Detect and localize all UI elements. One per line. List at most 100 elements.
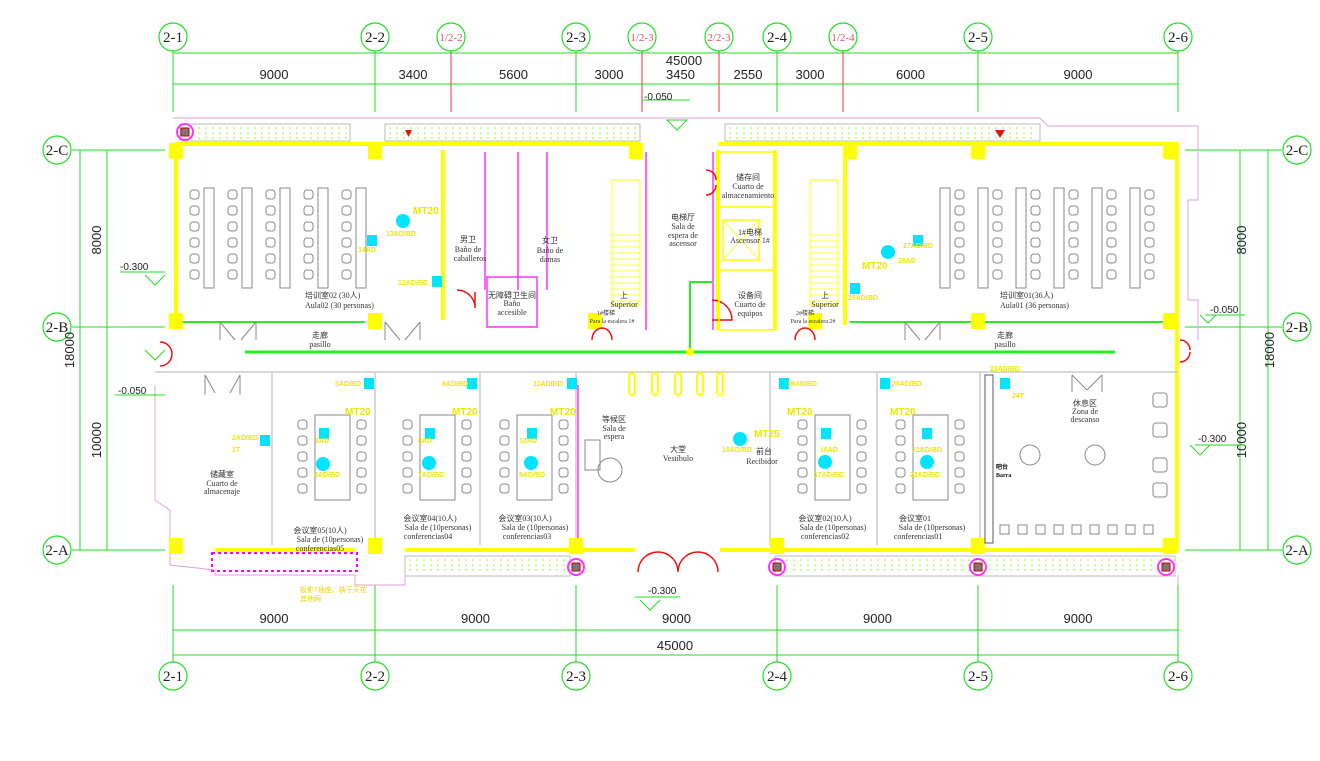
stair1-es: Superior xyxy=(610,300,638,309)
chair xyxy=(1068,237,1079,248)
planter-dot xyxy=(841,127,843,129)
planter-dot xyxy=(472,559,474,561)
chair xyxy=(356,435,367,446)
planter-dot xyxy=(508,137,510,139)
planter-dot xyxy=(729,137,731,139)
axis-label: 2-1 xyxy=(163,669,183,685)
bar-stool xyxy=(1035,524,1046,535)
chair xyxy=(558,419,569,430)
planter-dot xyxy=(410,137,412,139)
planter-dot xyxy=(820,137,822,139)
planter-dot xyxy=(514,564,516,566)
planter-dot xyxy=(814,569,816,571)
planter-dot xyxy=(813,137,815,139)
chair xyxy=(402,467,413,478)
pendant-light xyxy=(696,372,704,396)
planter-dot xyxy=(876,132,878,134)
room-accessible-zh: 无障碍卫生间 xyxy=(488,290,536,300)
planter-dot xyxy=(480,137,482,139)
planter-dot xyxy=(226,137,228,139)
planter-dot xyxy=(1045,559,1047,561)
planter-dot xyxy=(634,137,636,139)
planter-dot xyxy=(458,569,460,571)
planter-dot xyxy=(877,569,879,571)
outlet-box-icon xyxy=(880,378,890,389)
chair xyxy=(992,221,1003,232)
outlet-box-icon xyxy=(821,428,831,439)
planter-dot xyxy=(564,132,566,134)
planter-dot xyxy=(834,132,836,134)
chair xyxy=(356,483,367,494)
planter-dot xyxy=(345,127,347,129)
axis-bubble xyxy=(42,312,72,342)
planter-dot xyxy=(835,559,837,561)
planter-dot xyxy=(981,137,983,139)
device-label: MT20 xyxy=(787,407,813,418)
planter-dot xyxy=(757,132,759,134)
planter-dot xyxy=(989,564,991,566)
column xyxy=(1163,313,1177,329)
planter-dot xyxy=(842,564,844,566)
planter-dot xyxy=(932,132,934,134)
chair xyxy=(954,435,965,446)
chair xyxy=(1144,189,1155,200)
planter-dot xyxy=(1087,564,1089,566)
left-dim-10000: 10000 xyxy=(89,422,104,458)
double-doors xyxy=(204,321,1103,395)
planter-dot xyxy=(835,569,837,571)
planter-dot xyxy=(856,564,858,566)
planter-dot xyxy=(557,132,559,134)
planter-dot xyxy=(911,127,913,129)
planter-dot xyxy=(946,132,948,134)
ceiling-device-icon xyxy=(881,245,895,259)
column xyxy=(368,143,382,159)
planter-dot xyxy=(599,132,601,134)
chair xyxy=(189,269,200,280)
planter-dot xyxy=(282,127,284,129)
planter-dot xyxy=(1143,569,1145,571)
conference-table xyxy=(814,414,851,501)
left-dim-18000: 18000 xyxy=(62,332,77,368)
chair xyxy=(954,205,965,216)
planter-dot xyxy=(996,559,998,561)
axis-label: 2-4 xyxy=(767,30,787,46)
building-outline xyxy=(154,117,1199,586)
planter-dot xyxy=(1030,127,1032,129)
chair xyxy=(1106,221,1117,232)
outlet-box-icon xyxy=(913,235,923,246)
ceiling-device-icon xyxy=(818,455,832,469)
planter-dot xyxy=(863,569,865,571)
chair xyxy=(499,483,510,494)
planter-dot xyxy=(417,127,419,129)
corner-columns xyxy=(176,123,1175,576)
planter-dot xyxy=(205,132,207,134)
elevation-label: -0.300 xyxy=(1198,434,1227,445)
planter-dot xyxy=(501,127,503,129)
planter-dot xyxy=(869,137,871,139)
conf01-zh: 会议室01 xyxy=(899,513,931,523)
room-labels: 培训室02 (30人) Aula02 (30 personas) 培训室01(3… xyxy=(204,172,1099,553)
planter-dot xyxy=(507,569,509,571)
chair xyxy=(189,189,200,200)
planter-dot xyxy=(317,137,319,139)
ceiling-device-icon xyxy=(733,432,747,446)
planter-dot xyxy=(445,137,447,139)
conf03-es: Sala de (10personas) xyxy=(502,523,569,532)
chair xyxy=(499,451,510,462)
chair xyxy=(303,205,314,216)
planter-dot xyxy=(563,569,565,571)
planter-dot xyxy=(884,569,886,571)
planter-dot xyxy=(410,127,412,129)
device-label: 5AD/BD xyxy=(335,381,361,388)
conference-table xyxy=(314,414,351,501)
planter-dot xyxy=(198,137,200,139)
stair1-es2: Para la escalera 1# xyxy=(590,319,635,325)
planter-dot xyxy=(458,564,460,566)
planter-dot xyxy=(529,127,531,129)
planter-dot xyxy=(1080,559,1082,561)
chair xyxy=(402,451,413,462)
planter-dot xyxy=(606,137,608,139)
planter-dot xyxy=(620,137,622,139)
axis-bubble xyxy=(762,22,792,52)
outlet-box-icon xyxy=(364,378,374,389)
